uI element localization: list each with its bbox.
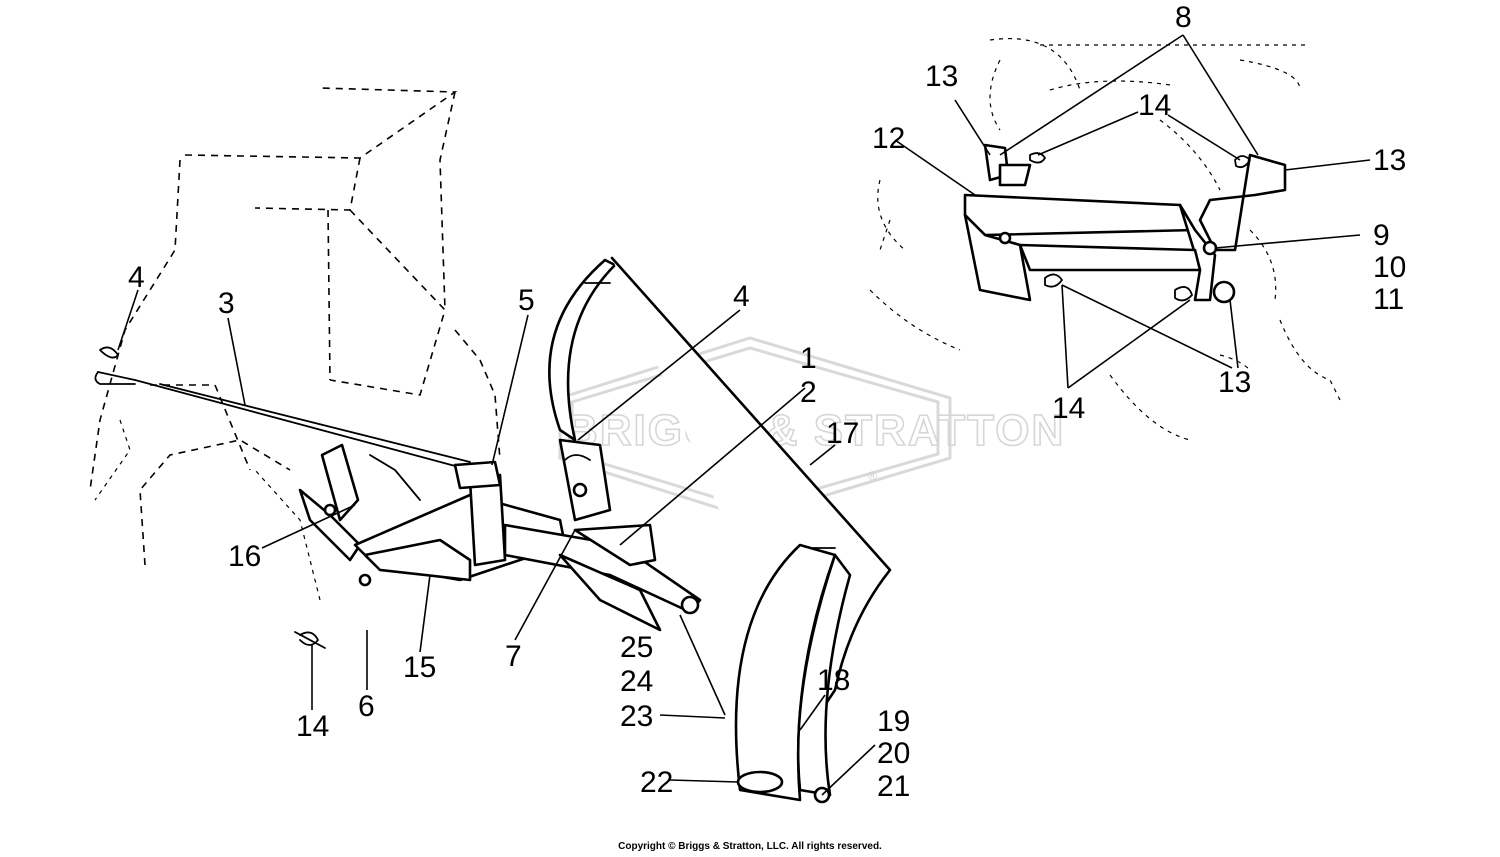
callout-20: 20	[877, 737, 910, 770]
callout-9: 9	[1373, 219, 1390, 252]
callout-10: 10	[1373, 251, 1406, 284]
callout-15: 15	[403, 651, 436, 684]
leader-lines	[117, 34, 1371, 796]
callout-1: 1	[800, 342, 817, 375]
callout-25: 25	[620, 631, 653, 664]
callout-4-rod-end: 4	[128, 261, 145, 294]
callout-16: 16	[228, 540, 261, 573]
callout-6: 6	[358, 690, 375, 723]
callouts: 4 3 5 4 1 2 17 16 15 7 14 6 25 24 23 22 …	[128, 1, 1406, 803]
callout-13-bracket-right: 13	[1373, 144, 1406, 177]
watermark-text: BRIGGS & STRATTON	[566, 406, 1065, 455]
callout-7: 7	[505, 640, 522, 673]
callout-8: 8	[1175, 1, 1192, 34]
registered-mark: ®	[868, 469, 877, 483]
callout-21: 21	[877, 770, 910, 803]
callout-14-hitch-pin: 14	[296, 710, 329, 743]
callout-11: 11	[1373, 283, 1404, 316]
callout-13-bracket-left: 13	[925, 60, 958, 93]
callout-19: 19	[877, 705, 910, 738]
callout-5: 5	[518, 284, 535, 317]
callout-18: 18	[817, 664, 850, 697]
callout-17: 17	[826, 417, 859, 450]
callout-12: 12	[872, 122, 905, 155]
callout-24: 24	[620, 665, 653, 698]
callout-14-bracket-top: 14	[1138, 89, 1171, 122]
callout-23: 23	[620, 700, 653, 733]
brand-watermark: BRIGGS & STRATTON ®	[558, 336, 1065, 520]
callout-14-bracket-bottom: 14	[1052, 392, 1085, 425]
callout-13-bracket-bottom: 13	[1218, 366, 1251, 399]
mounting-bracket	[869, 38, 1341, 441]
copyright-notice: Copyright © Briggs & Stratton, LLC. All …	[618, 841, 882, 852]
callout-2: 2	[800, 376, 817, 409]
callout-3: 3	[218, 287, 235, 320]
a-frame-hitch	[94, 346, 702, 649]
dozer-blade	[548, 256, 892, 804]
callout-22: 22	[640, 766, 673, 799]
callout-4-blade: 4	[733, 280, 750, 313]
